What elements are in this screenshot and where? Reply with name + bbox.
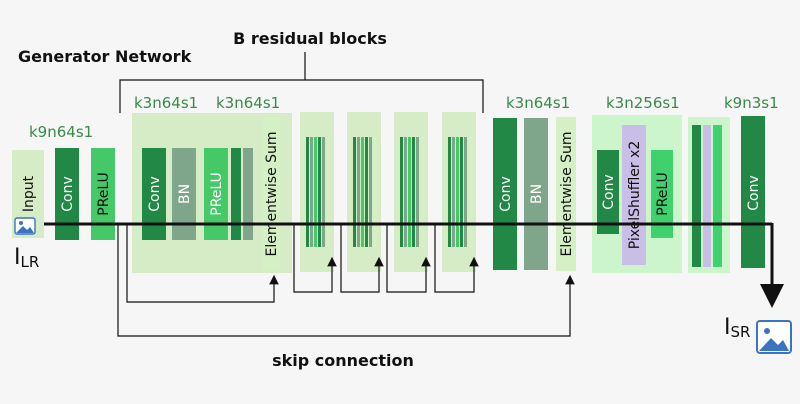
sum-2-label: Elementwise Sum	[559, 131, 575, 256]
kernel-label-res-conv2: k3n64s1	[216, 94, 280, 112]
conv-final-block	[741, 116, 765, 268]
diagram-title: Generator Network	[18, 47, 192, 66]
residual-block-5	[442, 112, 476, 272]
kernel-label-k9n64s1: k9n64s1	[29, 123, 93, 141]
residual-skip-3	[340, 224, 384, 293]
residual-block-4	[394, 112, 428, 272]
skip-connection-label: skip connection	[272, 351, 414, 370]
residual-skip-1	[126, 224, 279, 303]
long-skip-connection	[117, 224, 575, 337]
upsample-prelu-label: PReLU	[655, 172, 671, 216]
kernel-label-res-conv: k3n64s1	[134, 94, 198, 112]
bn-2-label: BN	[529, 184, 545, 204]
res-elementwise-sum	[262, 117, 280, 271]
res-conv-block-2	[231, 148, 241, 240]
bn-block-2	[524, 118, 548, 270]
residual-skip-5	[434, 224, 479, 293]
elementwise-sum-2	[556, 117, 576, 271]
residual-blocks-label: B residual blocks	[233, 29, 387, 48]
res-conv-label: Conv	[147, 176, 163, 212]
conv-1-label: Conv	[60, 176, 76, 212]
upsample-conv-label: Conv	[601, 174, 617, 210]
kernel-label-final: k9n3s1	[724, 94, 779, 112]
kernel-label-post-res: k3n64s1	[506, 94, 570, 112]
residual-bracket	[119, 79, 484, 113]
res-bn-block-2	[243, 148, 253, 240]
res-sum-label: Elementwise Sum	[264, 131, 280, 256]
input-label: Input	[21, 175, 37, 212]
kernel-label-upsample: k3n256s1	[606, 94, 680, 112]
upsample-prelu-block	[651, 150, 673, 238]
upsample-conv-block	[597, 150, 619, 234]
conv-2-label: Conv	[498, 176, 514, 212]
residual-block-2	[300, 112, 334, 272]
input-lr-label: ILR	[14, 245, 39, 271]
pixelshuffler-block	[622, 125, 646, 265]
upsample-block-2	[688, 117, 730, 273]
conv-block-2	[493, 118, 517, 270]
pixelshuffler-label: PixelShuffler x2	[627, 141, 643, 250]
output-sr-label: ISR	[724, 315, 750, 341]
output-image-icon	[756, 320, 792, 354]
res-bn-label: BN	[177, 184, 193, 204]
residual-skip-4	[386, 224, 431, 293]
res-prelu-label: PReLU	[209, 172, 225, 216]
residual-block-3	[347, 112, 381, 272]
prelu-1-label: PReLU	[96, 172, 112, 216]
residual-skip-2	[293, 224, 337, 293]
conv-final-label: Conv	[746, 175, 762, 211]
input-image-icon	[14, 217, 36, 235]
